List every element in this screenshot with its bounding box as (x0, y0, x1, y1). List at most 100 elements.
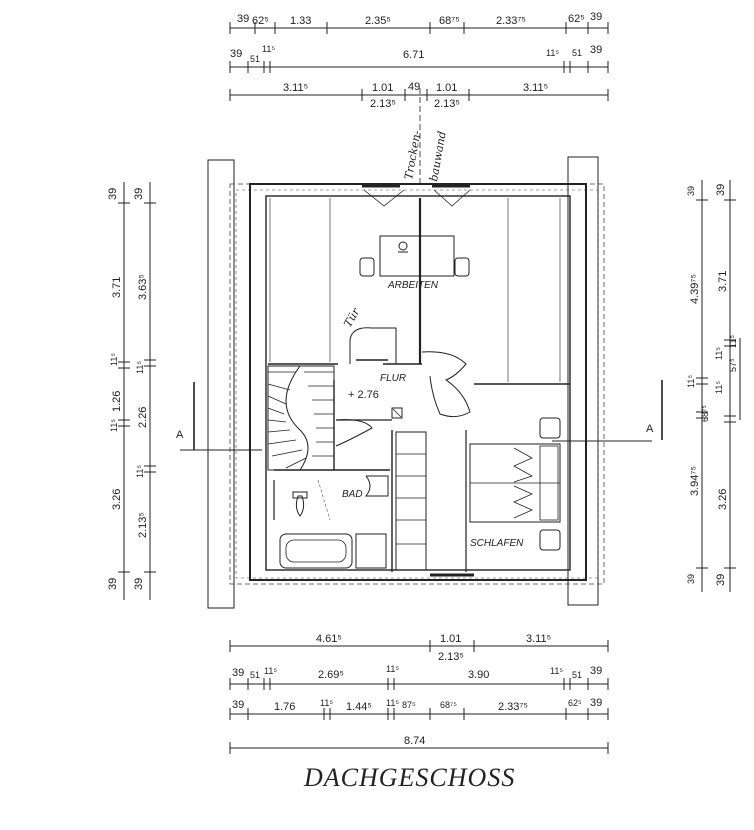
right-dimension-chains: 39 4.39⁷⁵ 11⁵ 68⁷⁵ 3.94⁷⁵ 39 57⁵ 11⁵ 39 … (686, 180, 741, 592)
dim-bot-r2-4: 2.69⁵ (318, 669, 344, 681)
dim-left-outer-2: 3.71 (111, 277, 123, 298)
dim-bot-r3-2: 1.76 (274, 701, 295, 713)
bath-door-swing (335, 419, 373, 447)
dim-bot-r2-8: 51 (572, 670, 582, 680)
dim-bot-r3-6: 87⁵ (402, 700, 416, 710)
room-label-flur: FLUR (380, 373, 406, 384)
dim-left-inner-2: 3.63⁵ (137, 274, 149, 300)
dormer-window (363, 189, 471, 207)
bed (469, 417, 561, 551)
section-label-right: A (646, 423, 654, 435)
dim-top-r3-5: 3.11⁵ (523, 82, 548, 94)
drawing-title: DACHGESCHOSS (303, 763, 515, 792)
dim-top-r2-1: 39 (230, 48, 242, 60)
dim-top-r1-5: 68⁷⁵ (439, 15, 460, 27)
dim-right-inner-1: 39 (686, 186, 696, 196)
dim-left-inner-5: 11⁵ (135, 465, 145, 478)
dim-right-outer-6: 39 (715, 574, 727, 586)
dim-left-outer-3: 11⁵ (109, 353, 119, 366)
dim-bot-r2-3: 11⁵ (264, 666, 277, 676)
dim-left-inner-3: 11⁵ (135, 361, 145, 374)
dim-left-outer-1: 39 (107, 188, 119, 200)
dim-bot-r1b: 2.13⁵ (438, 651, 464, 663)
dim-top-r2-3: 11⁵ (262, 44, 275, 54)
wardrobe (395, 431, 427, 571)
staircase (267, 365, 335, 471)
dim-left-outer-5: 11⁵ (109, 419, 119, 432)
dim-bot-r1-2: 1.01 (440, 633, 461, 645)
dim-left-inner-4: 2.26 (137, 407, 149, 428)
dim-bot-r3-9: 62⁵ (568, 698, 582, 708)
dim-top-r1-6: 2.33⁷⁵ (496, 15, 526, 27)
dim-left-inner-6: 2.13⁵ (137, 512, 149, 538)
dim-right-outer-2: 3.71 (717, 271, 729, 292)
dim-left-outer-7: 39 (107, 578, 119, 590)
dim-right-mid-1: 57⁵ (728, 358, 738, 372)
dim-top-r3-2: 1.01 (372, 82, 393, 94)
dim-right-inner-4: 68⁷⁵ (700, 405, 710, 422)
bathroom-fixtures (273, 475, 389, 569)
left-dimension-chains: 39 3.71 11⁵ 1.26 11⁵ 3.26 39 39 3.63⁵ 11… (107, 182, 156, 600)
section-label-left: A (176, 429, 184, 441)
room-label-bad: BAD (342, 489, 363, 500)
dim-right-inner-6: 39 (686, 574, 696, 584)
dim-top-r3b-2: 2.13⁵ (434, 98, 460, 110)
dim-top-r1-2: 62⁵ (252, 15, 269, 27)
dim-right-outer-3: 11⁵ (714, 347, 724, 360)
dim-top-r1-7: 62⁵ (568, 13, 585, 25)
dim-bot-r3-10: 39 (590, 697, 602, 709)
dim-bot-total: 8.74 (404, 735, 425, 747)
level-marker: + 2.76 (348, 389, 379, 401)
dim-top-r1-1: 39 (237, 13, 249, 25)
dim-top-r3-4: 1.01 (436, 82, 457, 94)
dim-bot-r3-7: 68⁷⁵ (440, 700, 457, 710)
trockenbauwand-note: Trocken- bauwand (402, 129, 449, 182)
top-dimension-chains: 39 62⁵ 1.33 2.35⁵ 68⁷⁵ 2.33⁷⁵ 62⁵ 39 39 … (229, 11, 609, 110)
dim-bot-r3-8: 2.33⁷⁵ (498, 701, 528, 713)
dim-bot-r2-1: 39 (232, 667, 244, 679)
chimney (391, 407, 403, 419)
dim-top-r3-3: 49 (408, 81, 420, 93)
dim-top-r2-2: 51 (250, 54, 260, 64)
dim-bot-r1-1: 4.61⁵ (316, 633, 342, 645)
room-label-schlafen: SCHLAFEN (470, 538, 524, 549)
door-arc (349, 327, 397, 364)
dim-top-r3b-1: 2.13⁵ (370, 98, 396, 110)
door-note: Tür (341, 305, 362, 329)
dim-bot-r3-4: 1.44⁵ (346, 701, 372, 713)
section-line-a (180, 380, 663, 451)
dim-bot-r2-7: 11⁵ (550, 666, 563, 676)
desk-furniture (359, 235, 470, 277)
dim-bot-r2-6: 3.90 (468, 669, 489, 681)
dim-left-inner-1: 39 (133, 188, 145, 200)
dim-top-r2-4: 6.71 (403, 49, 424, 61)
dim-bot-r3-3: 11⁵ (320, 698, 333, 708)
dim-right-inner-3: 11⁵ (686, 375, 696, 388)
dim-top-r2-6: 51 (572, 48, 582, 58)
dim-right-mid-2: 11⁵ (728, 335, 738, 348)
dim-top-r2-7: 39 (590, 44, 602, 56)
building-walls (249, 183, 587, 581)
hall-door-swing (421, 351, 471, 418)
dim-bot-r1-3: 3.11⁵ (526, 633, 551, 645)
dim-right-outer-4: 11⁵ (714, 381, 724, 394)
dim-top-r1-8: 39 (590, 11, 602, 23)
dim-left-outer-4: 1.26 (111, 391, 123, 412)
bottom-dimension-chains: 4.61⁵ 1.01 3.11⁵ 2.13⁵ 39 51 11⁵ 2.69⁵ 1… (229, 633, 609, 754)
dim-bot-r3-1: 39 (232, 699, 244, 711)
dim-top-r1-4: 2.35⁵ (365, 15, 391, 27)
room-label-arbeiten: ARBEITEN (387, 280, 439, 291)
dim-right-outer-5: 3.26 (717, 489, 729, 510)
bauwand-text: bauwand (427, 130, 449, 182)
dim-bot-r3-5: 11⁵ (386, 698, 399, 708)
dim-left-inner-7: 39 (133, 578, 145, 590)
dim-top-r3-1: 3.11⁵ (283, 82, 308, 94)
dim-bot-r2-2: 51 (250, 670, 260, 680)
dim-right-inner-2: 4.39⁷⁵ (689, 274, 701, 304)
dim-bot-r2-5: 11⁵ (386, 664, 399, 674)
dim-top-r1-3: 1.33 (290, 15, 311, 27)
dim-top-r2-5: 11⁵ (546, 48, 559, 58)
dim-bot-r2-9: 39 (590, 665, 602, 677)
dim-right-inner-5: 3.94⁷⁵ (689, 466, 701, 496)
